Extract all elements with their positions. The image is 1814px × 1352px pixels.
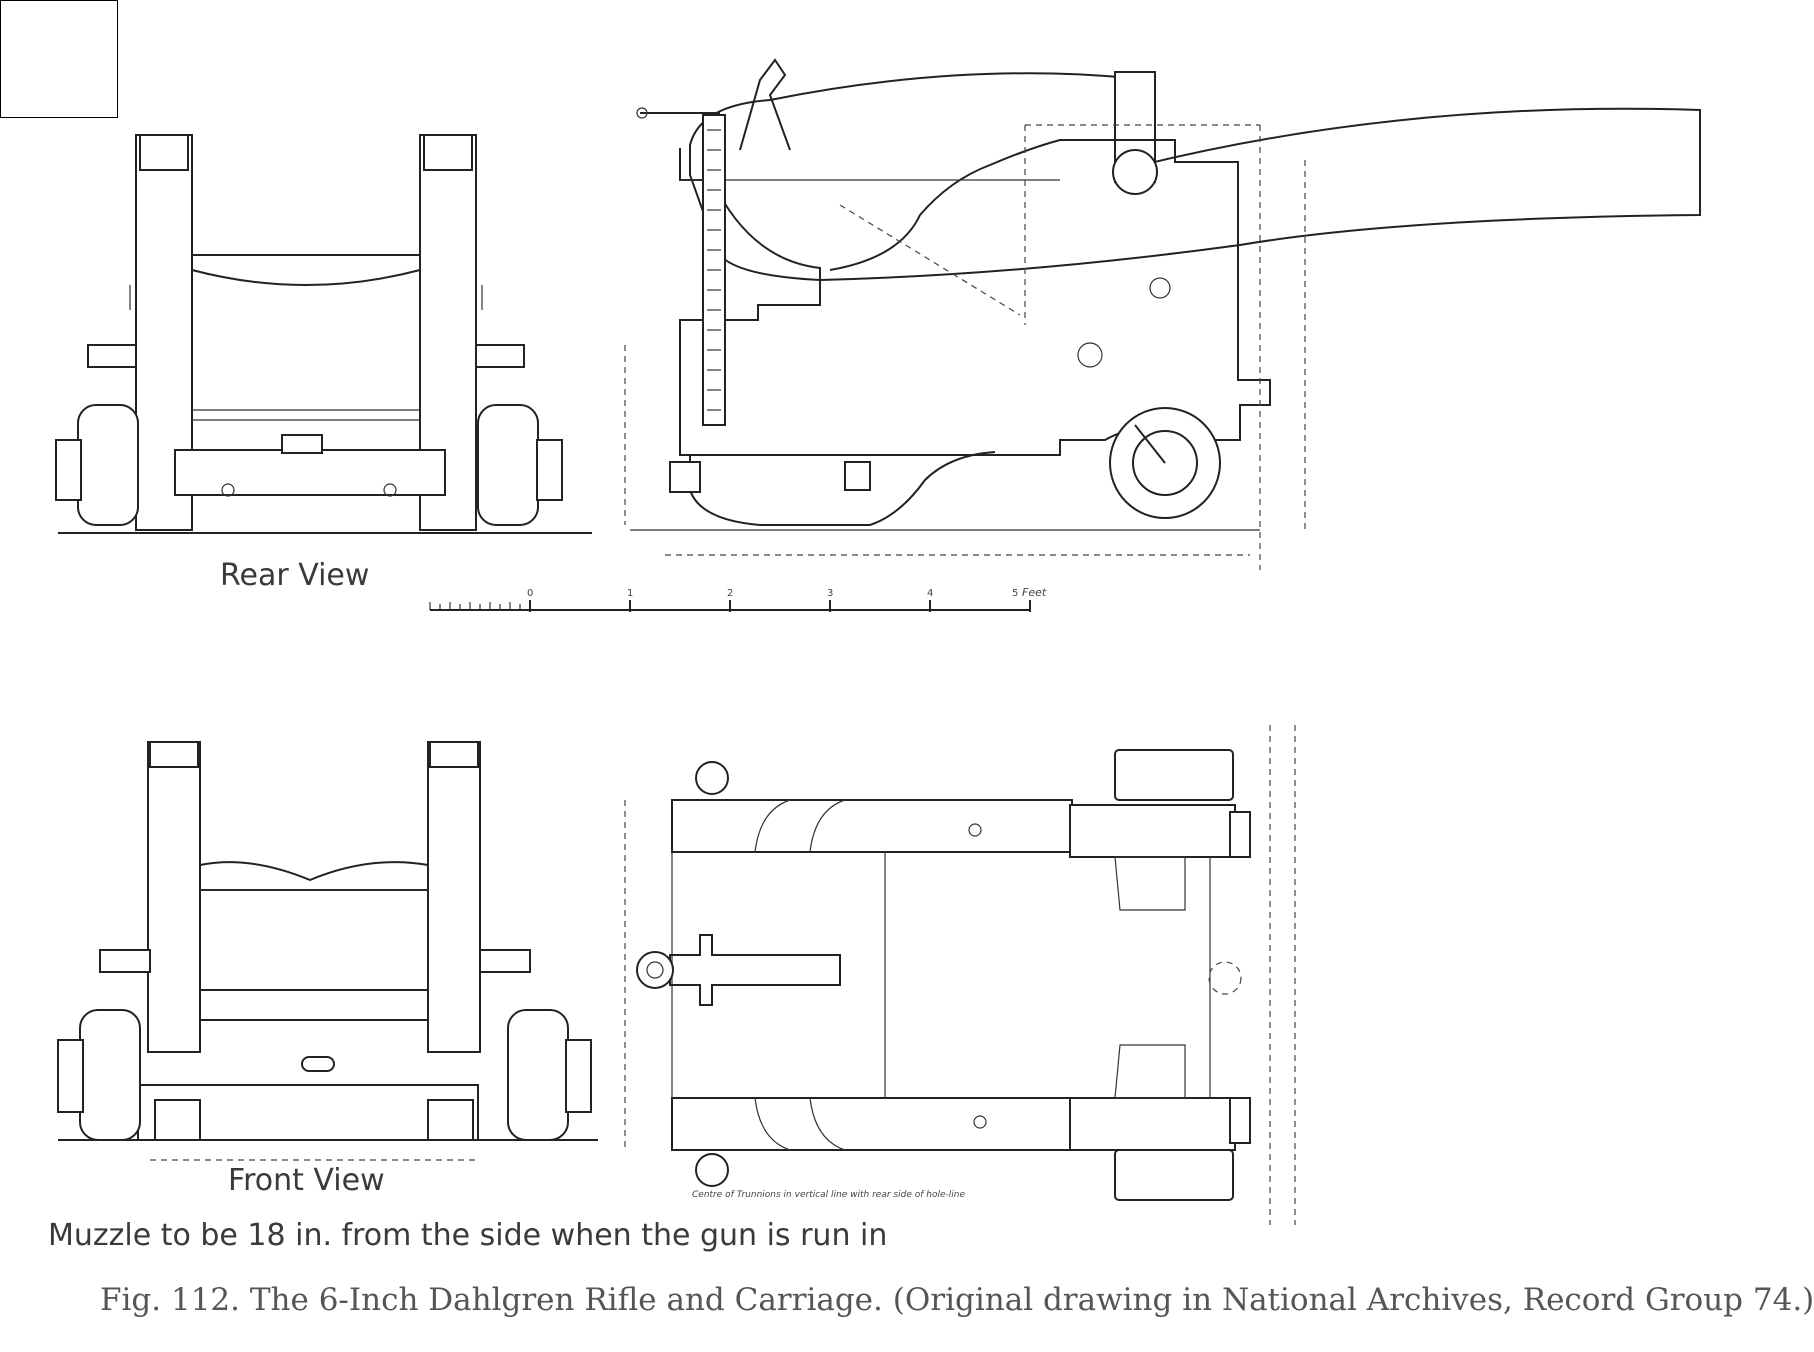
scale-tick-label: 2 — [727, 588, 734, 599]
front-view-drawing — [57, 741, 598, 1161]
technical-drawing — [55, 58, 1701, 1225]
drawing-sheet: Rear View Front View Muzzle to be 18 in.… — [0, 0, 1814, 1318]
front-view-label: Front View — [228, 1163, 385, 1198]
scale-tick-label: 5 — [1012, 588, 1019, 599]
rear-view-drawing — [55, 134, 592, 534]
scale-unit-label: Feet — [1022, 586, 1047, 599]
scale-tick-label: 1 — [627, 588, 634, 599]
plan-note: Centre of Trunnions in vertical line wit… — [692, 1190, 965, 1200]
scale-tick-label: 3 — [827, 588, 834, 599]
scale-tick-label: 4 — [927, 588, 934, 599]
scale-bar — [429, 600, 1031, 612]
figure-caption: Fig. 112. The 6-Inch Dahlgren Rifle and … — [100, 1282, 1814, 1318]
side-elevation-drawing — [624, 58, 1701, 570]
plan-view-drawing — [624, 725, 1296, 1225]
scale-tick-label: 0 — [527, 588, 534, 599]
corner-box — [0, 0, 118, 118]
rear-view-label: Rear View — [220, 558, 370, 593]
muzzle-note: Muzzle to be 18 in. from the side when t… — [48, 1218, 888, 1253]
